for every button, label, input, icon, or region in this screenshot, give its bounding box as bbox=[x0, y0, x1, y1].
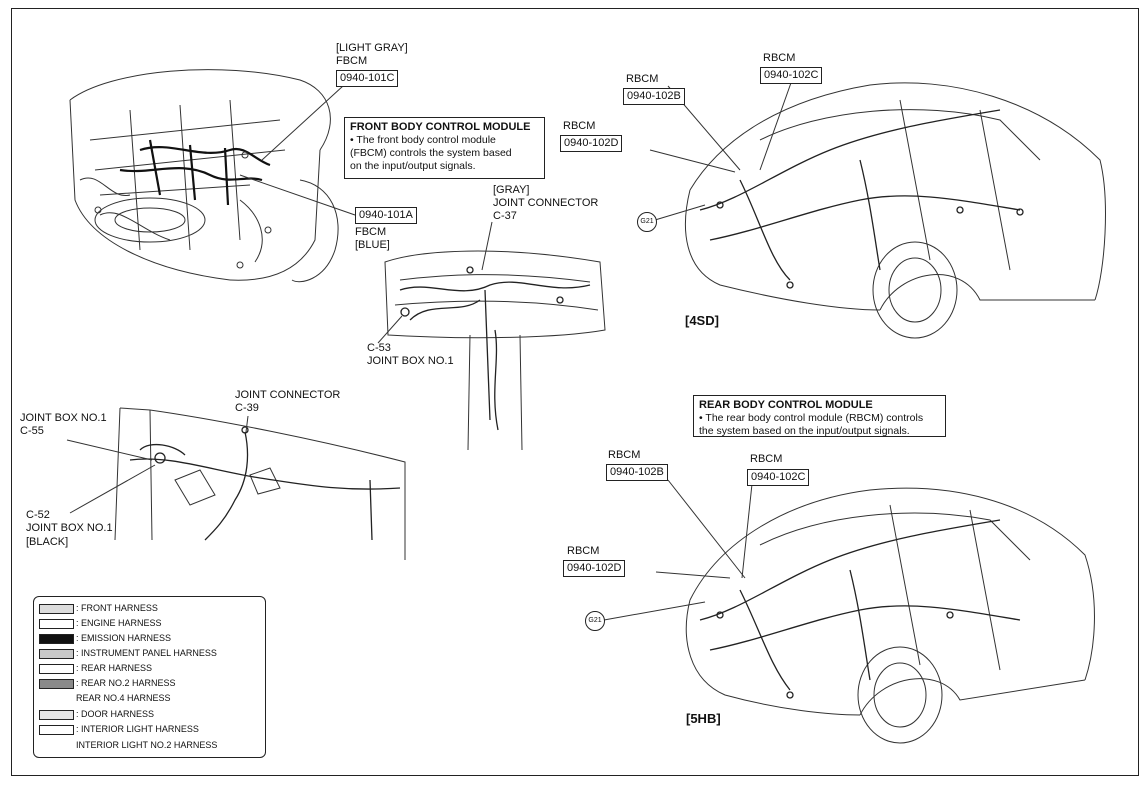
sedan-rbcm-c-name: RBCM bbox=[763, 52, 796, 64]
fbcm-top-name: FBCM bbox=[336, 55, 368, 67]
hatch-variant-label: [5HB] bbox=[686, 711, 721, 726]
legend-swatch bbox=[39, 633, 74, 644]
sedan-rbcm-b-code: 0940-102B bbox=[623, 88, 685, 105]
c55-name: JOINT BOX NO.1 bbox=[20, 412, 107, 424]
fbcm-bottom-color: [BLUE] bbox=[355, 239, 390, 251]
legend-item-rear-no4-harness: REAR NO.4 HARNESS bbox=[39, 692, 171, 704]
leader-c52 bbox=[69, 464, 156, 514]
legend-swatch bbox=[39, 709, 74, 720]
engine-bay-illustration bbox=[69, 69, 339, 283]
leader-4sd-102d bbox=[649, 149, 736, 173]
leader-5hb-102c bbox=[741, 483, 753, 579]
hatch-rbcm-b-code: 0940-102B bbox=[606, 464, 668, 481]
legend-item-engine-harness: : ENGINE HARNESS bbox=[39, 617, 162, 629]
legend-label: : EMISSION HARNESS bbox=[76, 633, 172, 643]
legend-label: REAR NO.4 HARNESS bbox=[76, 693, 171, 703]
leader-5hb-g21 bbox=[603, 601, 706, 621]
legend-item-rear-harness: : REAR HARNESS bbox=[39, 662, 152, 674]
legend-swatch bbox=[39, 678, 74, 689]
sedan-illustration bbox=[684, 82, 1106, 339]
rear-module-info-box: REAR BODY CONTROL MODULE • The rear body… bbox=[693, 395, 946, 437]
c39-code: C-39 bbox=[235, 402, 259, 414]
legend-label: : DOOR HARNESS bbox=[76, 709, 155, 719]
front-module-info-line1: • The front body control module bbox=[350, 134, 496, 146]
legend-label: : ENGINE HARNESS bbox=[76, 618, 162, 628]
legend-item-interior-light-no2-harness: INTERIOR LIGHT NO.2 HARNESS bbox=[39, 739, 217, 751]
hatchback-harness bbox=[699, 519, 1021, 699]
legend-swatch bbox=[39, 648, 74, 659]
leader-101c bbox=[261, 85, 344, 161]
c53-code: C-53 bbox=[367, 342, 391, 354]
fbcm-top-code: 0940-101C bbox=[336, 70, 399, 87]
c37-name: JOINT CONNECTOR bbox=[493, 197, 599, 209]
legend-label: : INTERIOR LIGHT HARNESS bbox=[76, 724, 199, 734]
hatch-rbcm-b-name: RBCM bbox=[608, 449, 641, 461]
leader-4sd-g21 bbox=[654, 204, 706, 221]
legend-item-emission-harness: : EMISSION HARNESS bbox=[39, 632, 171, 644]
hatch-rbcm-c-name: RBCM bbox=[750, 453, 783, 465]
fbcm-bottom-name: FBCM bbox=[355, 226, 387, 238]
interior-illustration bbox=[114, 407, 406, 560]
c52-name: JOINT BOX NO.1 bbox=[26, 522, 113, 534]
leader-5hb-102d bbox=[655, 571, 731, 579]
harness-legend: : FRONT HARNESS : ENGINE HARNESS : EMISS… bbox=[33, 596, 266, 758]
hatch-rbcm-d-code: 0940-102D bbox=[563, 560, 626, 577]
front-module-info-box: FRONT BODY CONTROL MODULE • The front bo… bbox=[344, 117, 545, 179]
c53-name: JOINT BOX NO.1 bbox=[367, 355, 454, 367]
c52-color: [BLACK] bbox=[26, 536, 69, 548]
fbcm-top-color: [LIGHT GRAY] bbox=[336, 42, 408, 54]
engine-bay-harness bbox=[119, 139, 271, 206]
legend-item-interior-light-harness: : INTERIOR LIGHT HARNESS bbox=[39, 723, 199, 735]
leader-c37 bbox=[481, 221, 493, 271]
hatch-ground-g21: G21 bbox=[585, 611, 605, 631]
front-module-info-line2: (FBCM) controls the system based bbox=[350, 147, 512, 159]
legend-label: : REAR NO.2 HARNESS bbox=[76, 678, 176, 688]
dashboard-harness bbox=[399, 266, 591, 431]
sedan-variant-label: [4SD] bbox=[685, 313, 719, 328]
sedan-rbcm-c-code: 0940-102C bbox=[760, 67, 823, 84]
diagram-frame bbox=[11, 8, 1139, 776]
fbcm-bottom-code: 0940-101A bbox=[355, 207, 417, 224]
legend-swatch bbox=[39, 603, 74, 614]
dashboard-illustration bbox=[384, 250, 606, 451]
sedan-ground-g21: G21 bbox=[637, 212, 657, 232]
leader-4sd-102c bbox=[759, 79, 793, 171]
sedan-rbcm-b-name: RBCM bbox=[626, 73, 659, 85]
legend-item-front-harness: : FRONT HARNESS bbox=[39, 602, 158, 614]
hatch-rbcm-d-name: RBCM bbox=[567, 545, 600, 557]
leader-c39 bbox=[245, 415, 249, 433]
legend-item-rear-no2-harness: : REAR NO.2 HARNESS bbox=[39, 677, 176, 689]
sedan-harness bbox=[699, 109, 1024, 289]
leader-5hb-102b bbox=[667, 479, 746, 579]
legend-label: INTERIOR LIGHT NO.2 HARNESS bbox=[76, 740, 218, 750]
legend-item-door-harness: : DOOR HARNESS bbox=[39, 708, 154, 720]
legend-item-instrument-panel-harness: : INSTRUMENT PANEL HARNESS bbox=[39, 647, 217, 659]
front-module-info-line3: on the input/output signals. bbox=[350, 160, 476, 172]
rear-module-info-line1: • The rear body control module (RBCM) co… bbox=[699, 412, 924, 424]
c37-color: [GRAY] bbox=[493, 184, 530, 196]
front-module-info-title: FRONT BODY CONTROL MODULE bbox=[350, 121, 531, 133]
leader-c55 bbox=[66, 439, 153, 461]
c55-code: C-55 bbox=[20, 425, 44, 437]
c37-code: C-37 bbox=[493, 210, 517, 222]
legend-swatch bbox=[39, 663, 74, 674]
interior-harness bbox=[129, 426, 401, 541]
legend-swatch bbox=[39, 618, 74, 629]
legend-label: : REAR HARNESS bbox=[76, 663, 153, 673]
sedan-rbcm-d-name: RBCM bbox=[563, 120, 596, 132]
engine-bay-harness-thin bbox=[79, 151, 272, 269]
hatchback-illustration bbox=[685, 487, 1095, 744]
legend-label: : FRONT HARNESS bbox=[76, 603, 158, 613]
c52-code: C-52 bbox=[26, 509, 50, 521]
c39-name: JOINT CONNECTOR bbox=[235, 389, 341, 401]
hatch-rbcm-c-code: 0940-102C bbox=[747, 469, 810, 486]
legend-swatch bbox=[39, 724, 74, 735]
leader-101a bbox=[239, 174, 356, 216]
leader-c53 bbox=[377, 315, 403, 344]
legend-label: : INSTRUMENT PANEL HARNESS bbox=[76, 648, 217, 658]
rear-module-info-line2: the system based on the input/output sig… bbox=[699, 425, 910, 437]
sedan-rbcm-d-code: 0940-102D bbox=[560, 135, 623, 152]
rear-module-info-title: REAR BODY CONTROL MODULE bbox=[699, 399, 873, 411]
